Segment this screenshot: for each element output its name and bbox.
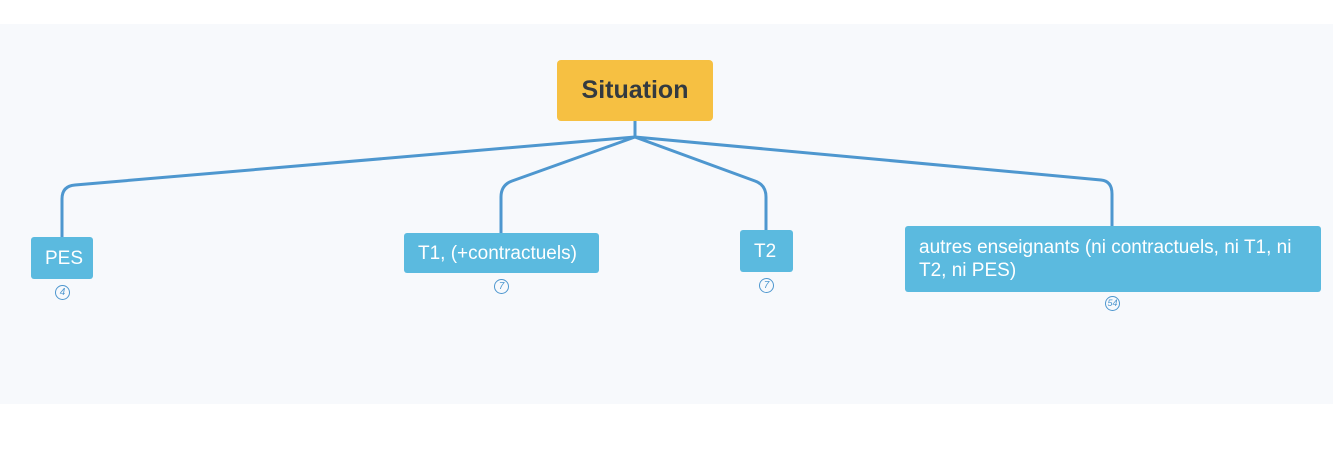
- child-node-t1[interactable]: T1, (+contractuels): [404, 233, 599, 273]
- child-node-label: T2: [754, 240, 777, 262]
- child-node-pes[interactable]: PES: [31, 237, 93, 279]
- child-count-badge[interactable]: 4: [55, 285, 70, 300]
- child-node-t2[interactable]: T2: [740, 230, 793, 272]
- child-count-badge[interactable]: 7: [759, 278, 774, 293]
- child-node-label: T1, (+contractuels): [418, 242, 577, 264]
- root-node-label: Situation: [581, 76, 689, 104]
- child-count-badge[interactable]: 54: [1105, 296, 1120, 311]
- root-node-situation[interactable]: Situation: [557, 60, 713, 121]
- child-node-label: PES: [45, 247, 84, 269]
- child-node-label: autres enseignants (ni contractuels, ni …: [919, 237, 1292, 281]
- child-node-autres-enseignants[interactable]: autres enseignants (ni contractuels, ni …: [905, 226, 1321, 292]
- child-count-badge[interactable]: 7: [494, 279, 509, 294]
